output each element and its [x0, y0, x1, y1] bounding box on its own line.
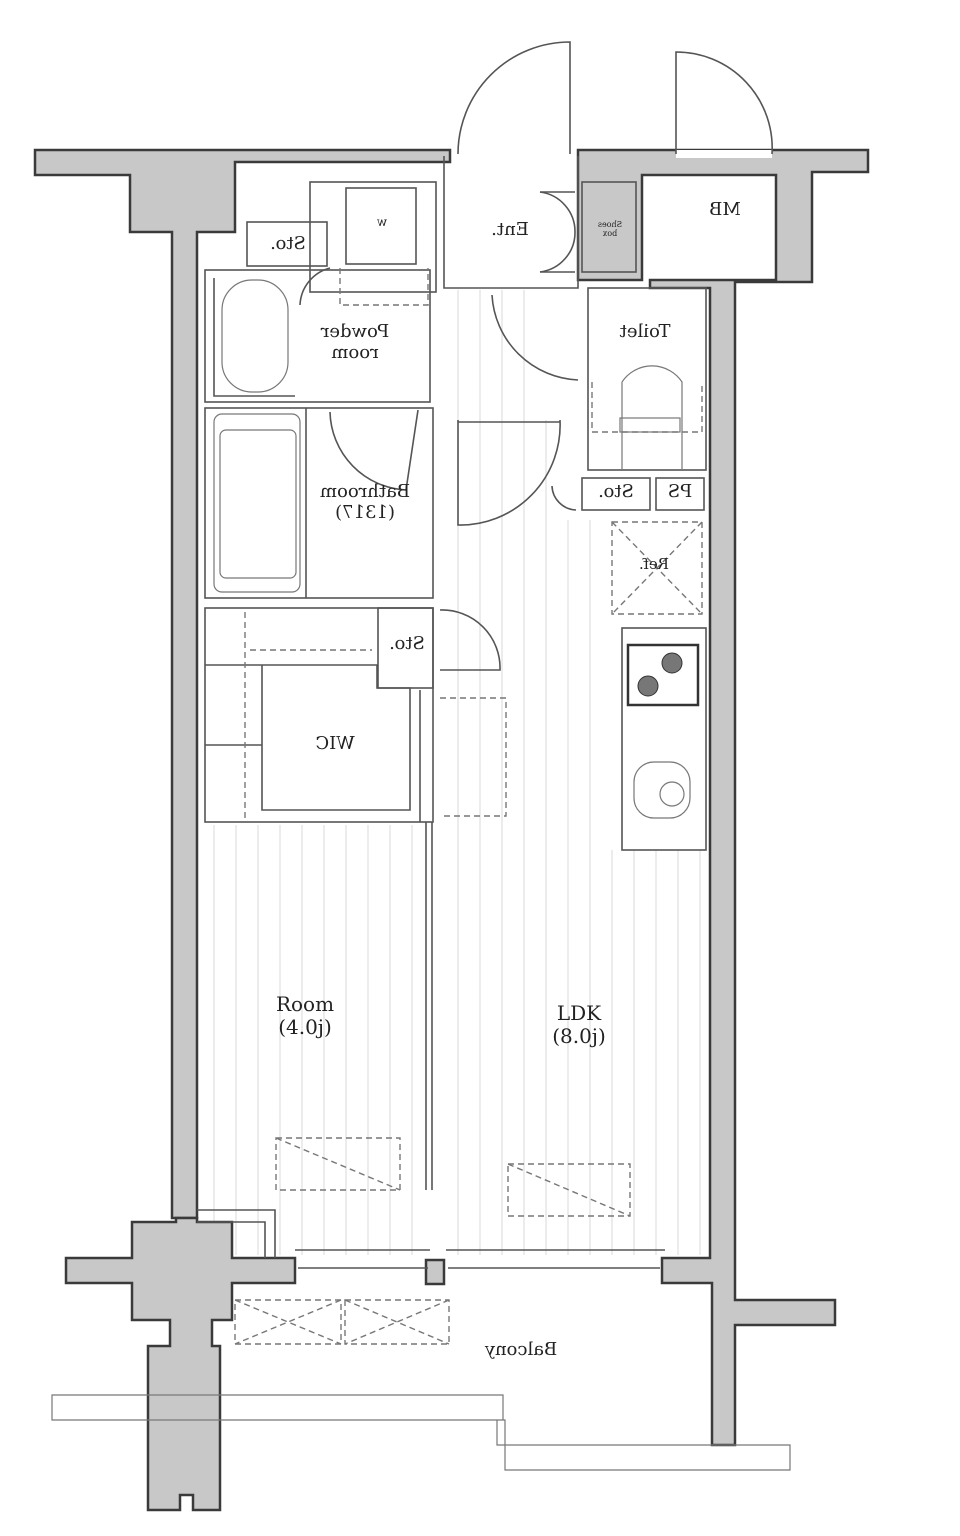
ldk-line2: (8.0j) [552, 1024, 606, 1048]
label-entrance: Ent. [491, 219, 529, 240]
label-room: Room(4.0j) [250, 993, 360, 1039]
label-storage-top: Sto. [270, 233, 306, 254]
room-line1: Room [275, 992, 335, 1016]
label-storage-wic: Sto. [389, 633, 425, 654]
label-meter-box: MB [709, 199, 741, 220]
label-wic: WIC [315, 733, 355, 754]
label-washer: w [376, 215, 388, 229]
label-refrigerator: Ref. [639, 555, 669, 573]
entry-doors [456, 41, 773, 158]
room-line2: (4.0j) [278, 1015, 332, 1039]
label-pipe-space: PS [667, 481, 693, 502]
floor-stripes [196, 290, 706, 1260]
powder-room-line1: Powder [320, 321, 390, 342]
powder-room-line2: room [331, 341, 379, 363]
label-toilet: Toilet [619, 321, 671, 342]
bathroom-line2: (1317) [335, 501, 395, 523]
label-storage-toilet: Sto. [598, 481, 634, 502]
label-ldk: LDK(8.0j) [524, 1002, 634, 1048]
bathroom-line1: Bathroom [319, 481, 411, 502]
interior-partitions [197, 156, 707, 1345]
shoe-box-line2: box [602, 229, 618, 239]
exterior-walls [33, 148, 870, 1512]
shoe-box-line1: Shoes [597, 220, 623, 229]
ldk-line1: LDK [556, 1001, 602, 1025]
label-bathroom: Bathroom(1317) [310, 481, 420, 523]
label-balcony: Balcony [484, 1339, 558, 1360]
